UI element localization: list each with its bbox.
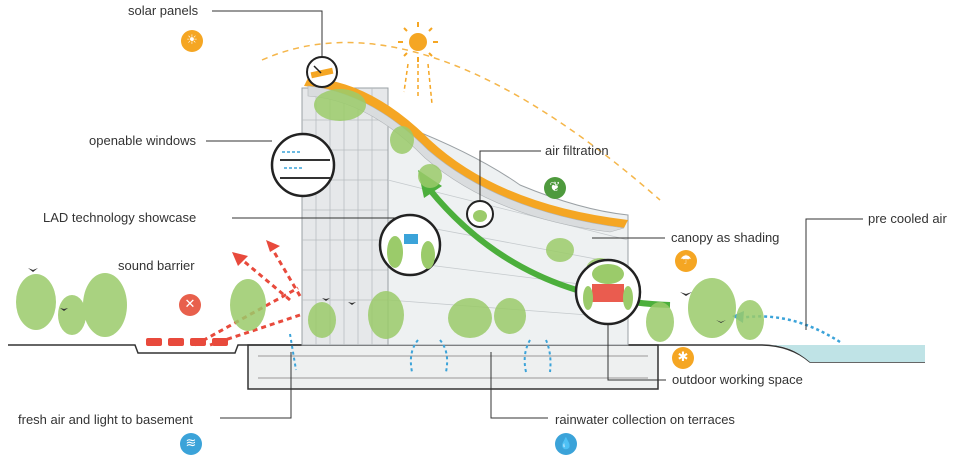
- basement: [247, 344, 659, 390]
- leader-lines: [206, 10, 863, 419]
- label-openable-windows: openable windows: [89, 133, 196, 148]
- cars: [146, 338, 228, 346]
- label-outdoor-working: outdoor working space: [672, 372, 803, 387]
- birds: [28, 268, 726, 323]
- solar-icon: ☀: [181, 30, 203, 52]
- no-sound-icon: ✕: [179, 294, 201, 316]
- shade-icon: ☂: [675, 250, 697, 272]
- leaf-icon: ❦: [544, 177, 566, 199]
- label-solar-panels: solar panels: [128, 3, 199, 18]
- pre-cooled-air-flow: [739, 315, 841, 344]
- basement-airflow: [289, 333, 552, 373]
- sun-path-arc: [261, 41, 661, 201]
- water-pond: [770, 345, 925, 362]
- label-rainwater: rainwater collection on terraces: [555, 412, 735, 427]
- label-air-filtration: air filtration: [545, 143, 609, 158]
- label-canopy-shading: canopy as shading: [671, 230, 780, 245]
- sun-icon: [398, 22, 438, 105]
- sound-arrowhead: [232, 252, 248, 266]
- sound-arrowhead: [266, 240, 280, 252]
- label-pre-cooled-air: pre cooled air: [868, 211, 947, 226]
- label-lad-showcase: LAD technology showcase: [43, 210, 197, 225]
- label-sound-barrier: sound barrier: [118, 258, 195, 273]
- water-drop-icon: 💧: [555, 433, 577, 455]
- label-fresh-air-basement: fresh air and light to basement: [18, 412, 193, 427]
- detail-circles: [270, 56, 642, 326]
- pattern-icon: ✱: [672, 347, 694, 369]
- ground-line: [8, 344, 925, 363]
- wind-icon: ≋: [180, 433, 202, 455]
